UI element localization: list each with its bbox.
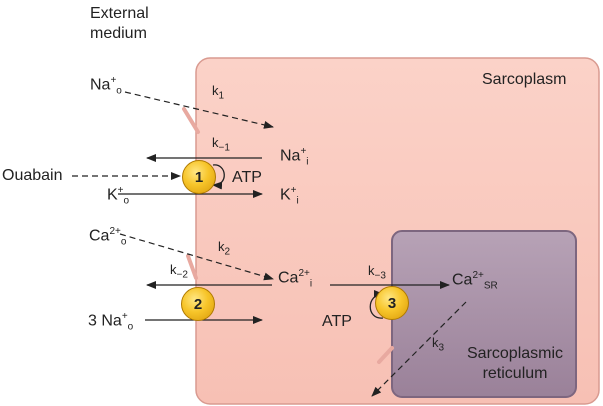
- pump-3: 3: [375, 286, 409, 320]
- sarcoplasm-label: Sarcoplasm: [482, 71, 567, 88]
- rate-k-minus1: k−1: [212, 135, 230, 154]
- channel-stalk-middle: [186, 254, 198, 280]
- k-o-label: K+o: [107, 185, 130, 207]
- arrow-ca-influx-k2: [119, 233, 274, 281]
- ca-i-label: Ca2+i: [278, 268, 313, 290]
- na-o-label: Na+o: [90, 75, 122, 97]
- sarcoplasmic-reticulum-label: Sarcoplasmic reticulum: [467, 345, 564, 382]
- na-i-label: Na+i: [280, 146, 309, 168]
- k-i-label: K+i: [280, 185, 299, 207]
- rate-k3: k3: [432, 335, 445, 354]
- channel-stalk-sr: [377, 346, 394, 364]
- arrow-na-influx-k1: [124, 91, 274, 129]
- channel-stalk-top: [182, 107, 200, 134]
- rate-k-minus3: k−3: [368, 263, 386, 282]
- rate-k-minus2: k−2: [170, 262, 188, 281]
- ca-o-label: Ca2+o: [89, 226, 127, 248]
- rate-k2: k2: [218, 239, 231, 258]
- atp-label-pump3: ATP: [322, 313, 352, 330]
- ouabain-label: Ouabain: [2, 167, 63, 184]
- ca-sr-label: Ca2+SR: [452, 270, 498, 292]
- external-medium-label: External medium: [90, 5, 149, 42]
- three-na-o-label: 3 Na+o: [88, 311, 134, 333]
- rate-k1: k1: [212, 83, 225, 102]
- pump-1: 1: [182, 160, 216, 194]
- pump-2: 2: [181, 287, 215, 321]
- atp-label-pump1: ATP: [232, 169, 262, 186]
- atp-arrow-pump1: [212, 164, 225, 190]
- arrow-ca-release-k3: [371, 301, 467, 397]
